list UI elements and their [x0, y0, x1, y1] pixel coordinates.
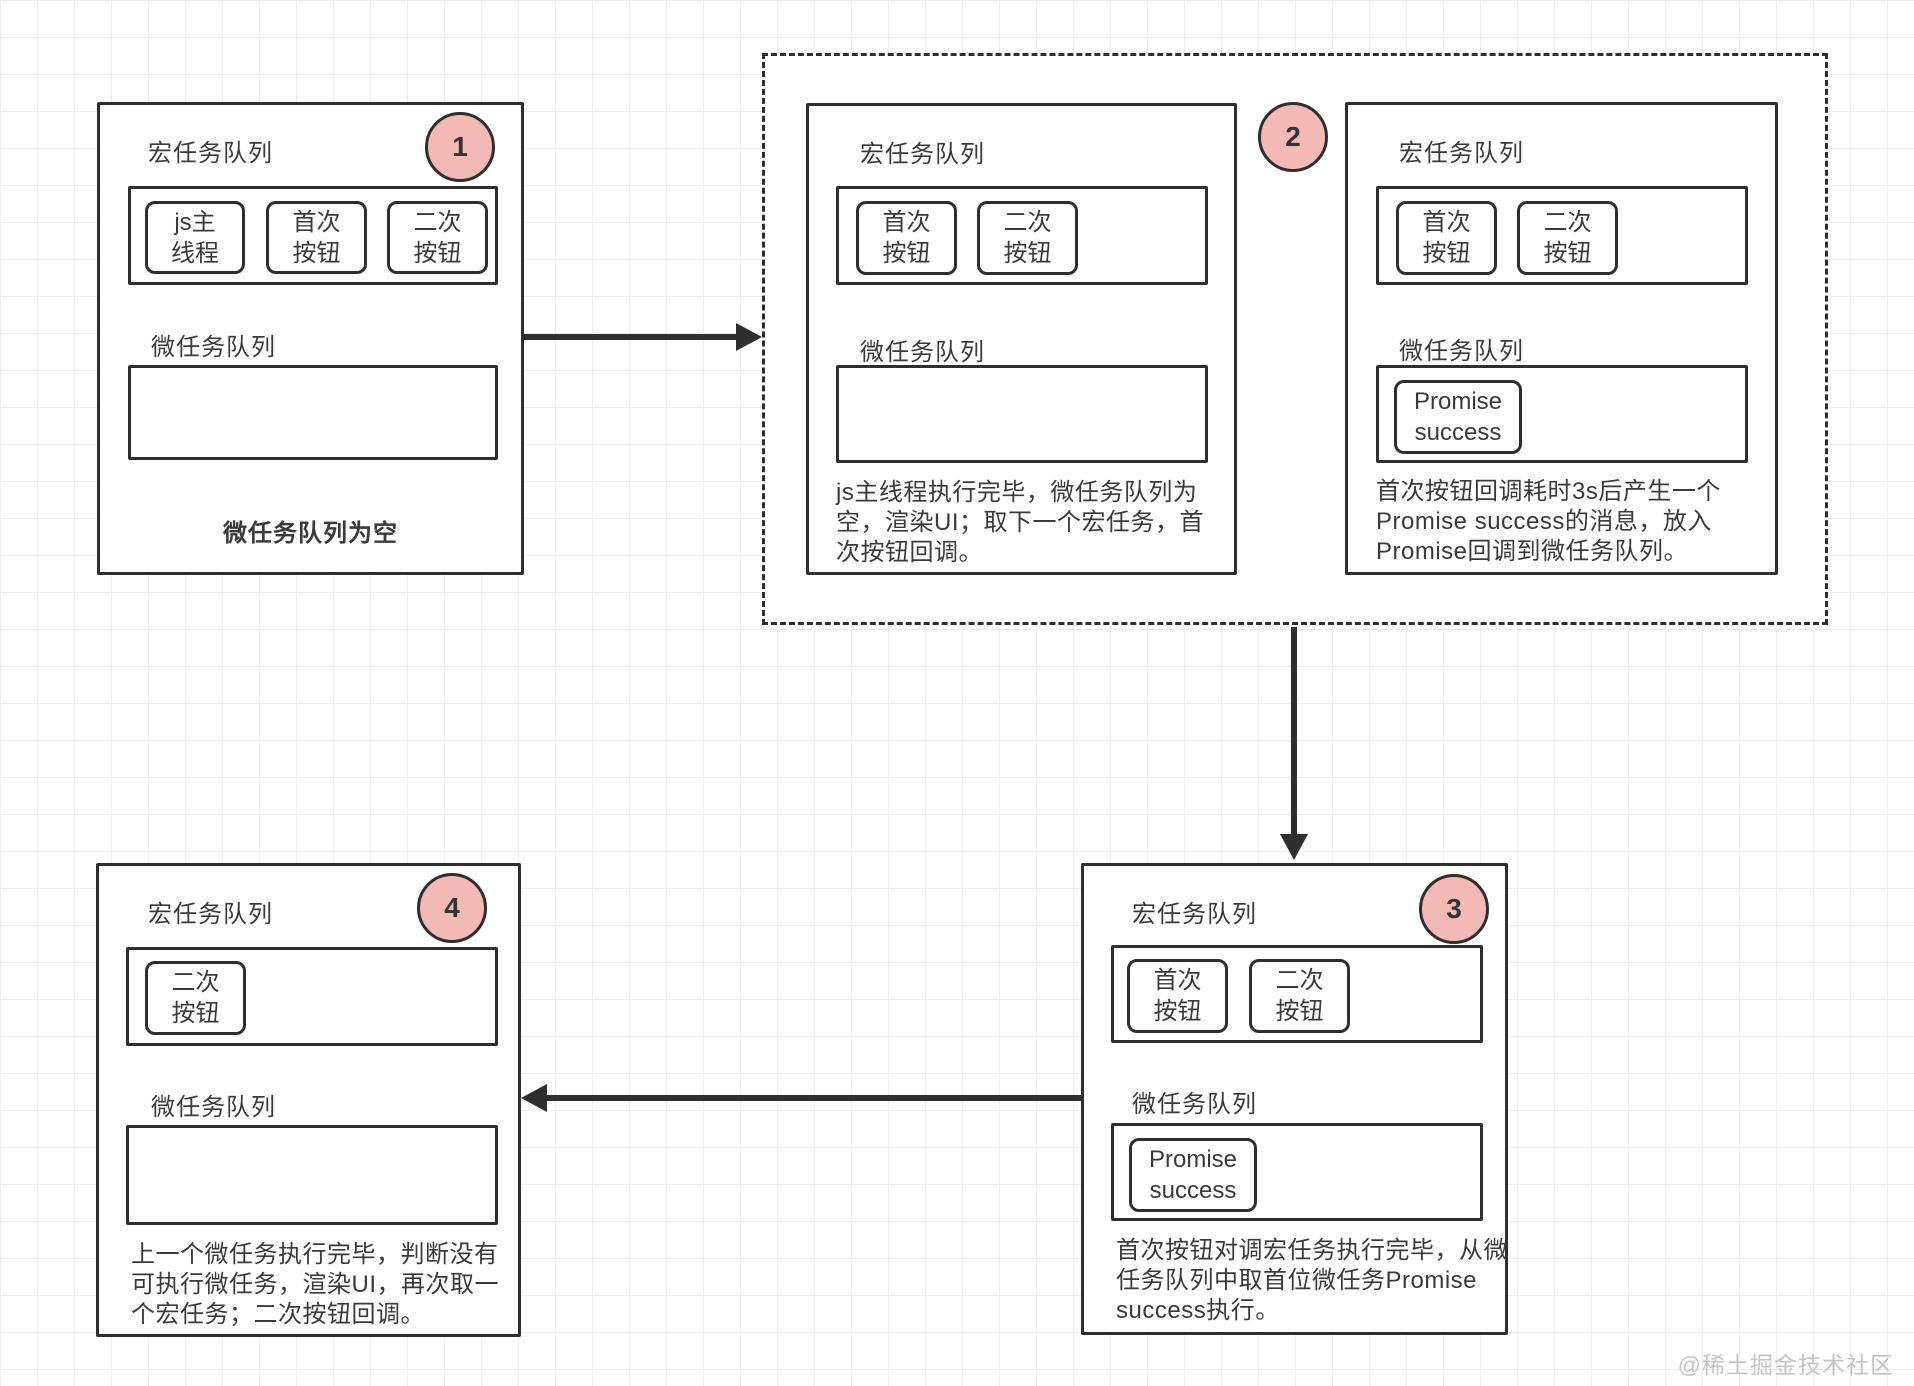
stage1-micro-queue-box [128, 365, 498, 460]
task-second-button: 二次按钮 [145, 961, 246, 1035]
task-second-button: 二次按钮 [1517, 201, 1618, 275]
task-first-button: 首次按钮 [1396, 201, 1497, 275]
stage2b-macro-queue-box: 首次按钮 二次按钮 [1376, 186, 1748, 285]
stage3-micro-queue-box: Promise success [1111, 1123, 1483, 1221]
task-promise-success: Promise success [1129, 1138, 1257, 1212]
stage4-micro-queue-label: 微任务队列 [151, 1094, 276, 1121]
stage2b-macro-queue-label: 宏任务队列 [1399, 140, 1524, 167]
task-first-button: 首次按钮 [1127, 959, 1228, 1033]
stage4-caption: 上一个微任务执行完毕，判断没有可执行微任务，渲染UI，再次取一个宏任务；二次按钮… [131, 1241, 499, 1328]
stage2-badge: 2 [1258, 102, 1328, 172]
stage2a-caption: js主线程执行完毕，微任务队列为空，渲染UI；取下一个宏任务，首次按钮回调。 [836, 479, 1204, 566]
stage1-macro-queue-label: 宏任务队列 [148, 140, 273, 167]
task-second-button: 二次按钮 [1249, 959, 1350, 1033]
stage3-micro-queue-label: 微任务队列 [1132, 1091, 1257, 1118]
stage1-caption: 微任务队列为空 [223, 520, 398, 547]
stage4-macro-queue-label: 宏任务队列 [148, 901, 273, 928]
watermark: @稀土掘金技术社区 [1677, 1352, 1894, 1378]
task-second-button: 二次按钮 [977, 201, 1078, 275]
stage2b-caption: 首次按钮回调耗时3s后产生一个Promise success的消息，放入Prom… [1376, 478, 1721, 565]
stage2a-micro-queue-label: 微任务队列 [860, 339, 985, 366]
stage3-badge: 3 [1419, 874, 1489, 944]
stage4-macro-queue-box: 二次按钮 [126, 947, 498, 1046]
arrow-stage3-to-stage4-head-icon [521, 1084, 547, 1112]
stage3-caption: 首次按钮对调宏任务执行完毕，从微任务队列中取首位微任务Promise succe… [1116, 1237, 1508, 1324]
stage2a-macro-queue-box: 首次按钮 二次按钮 [836, 186, 1208, 285]
stage1-micro-queue-label: 微任务队列 [151, 334, 276, 361]
stage4-badge: 4 [417, 873, 487, 943]
arrow-stage1-to-stage2-line [524, 334, 740, 340]
task-second-button: 二次按钮 [387, 201, 488, 274]
arrow-stage3-to-stage4-line [545, 1095, 1081, 1101]
task-js-main: js主线程 [145, 201, 245, 274]
arrow-stage2-to-stage3-line [1291, 627, 1297, 837]
stage3-macro-queue-label: 宏任务队列 [1132, 901, 1257, 928]
stage2a-micro-queue-box [836, 365, 1208, 463]
stage2a-macro-queue-label: 宏任务队列 [860, 141, 985, 168]
task-first-button: 首次按钮 [266, 201, 367, 274]
task-first-button: 首次按钮 [856, 201, 957, 275]
stage3-panel: 宏任务队列 首次按钮 二次按钮 微任务队列 Promise success 首次… [1081, 863, 1508, 1335]
stage4-micro-queue-box [126, 1125, 498, 1225]
arrow-stage2-to-stage3-head-icon [1280, 834, 1308, 860]
stage1-macro-queue-box: js主线程 首次按钮 二次按钮 [128, 186, 498, 285]
stage2b-panel: 宏任务队列 首次按钮 二次按钮 微任务队列 Promise success 首次… [1345, 102, 1778, 575]
arrow-stage1-to-stage2-head-icon [736, 323, 762, 351]
stage1-badge: 1 [425, 112, 495, 182]
stage2b-micro-queue-box: Promise success [1376, 365, 1748, 463]
stage2b-micro-queue-label: 微任务队列 [1399, 338, 1524, 365]
stage3-macro-queue-box: 首次按钮 二次按钮 [1111, 945, 1483, 1043]
task-promise-success: Promise success [1394, 380, 1522, 454]
stage2a-panel: 宏任务队列 首次按钮 二次按钮 微任务队列 js主线程执行完毕，微任务队列为空，… [806, 103, 1237, 575]
